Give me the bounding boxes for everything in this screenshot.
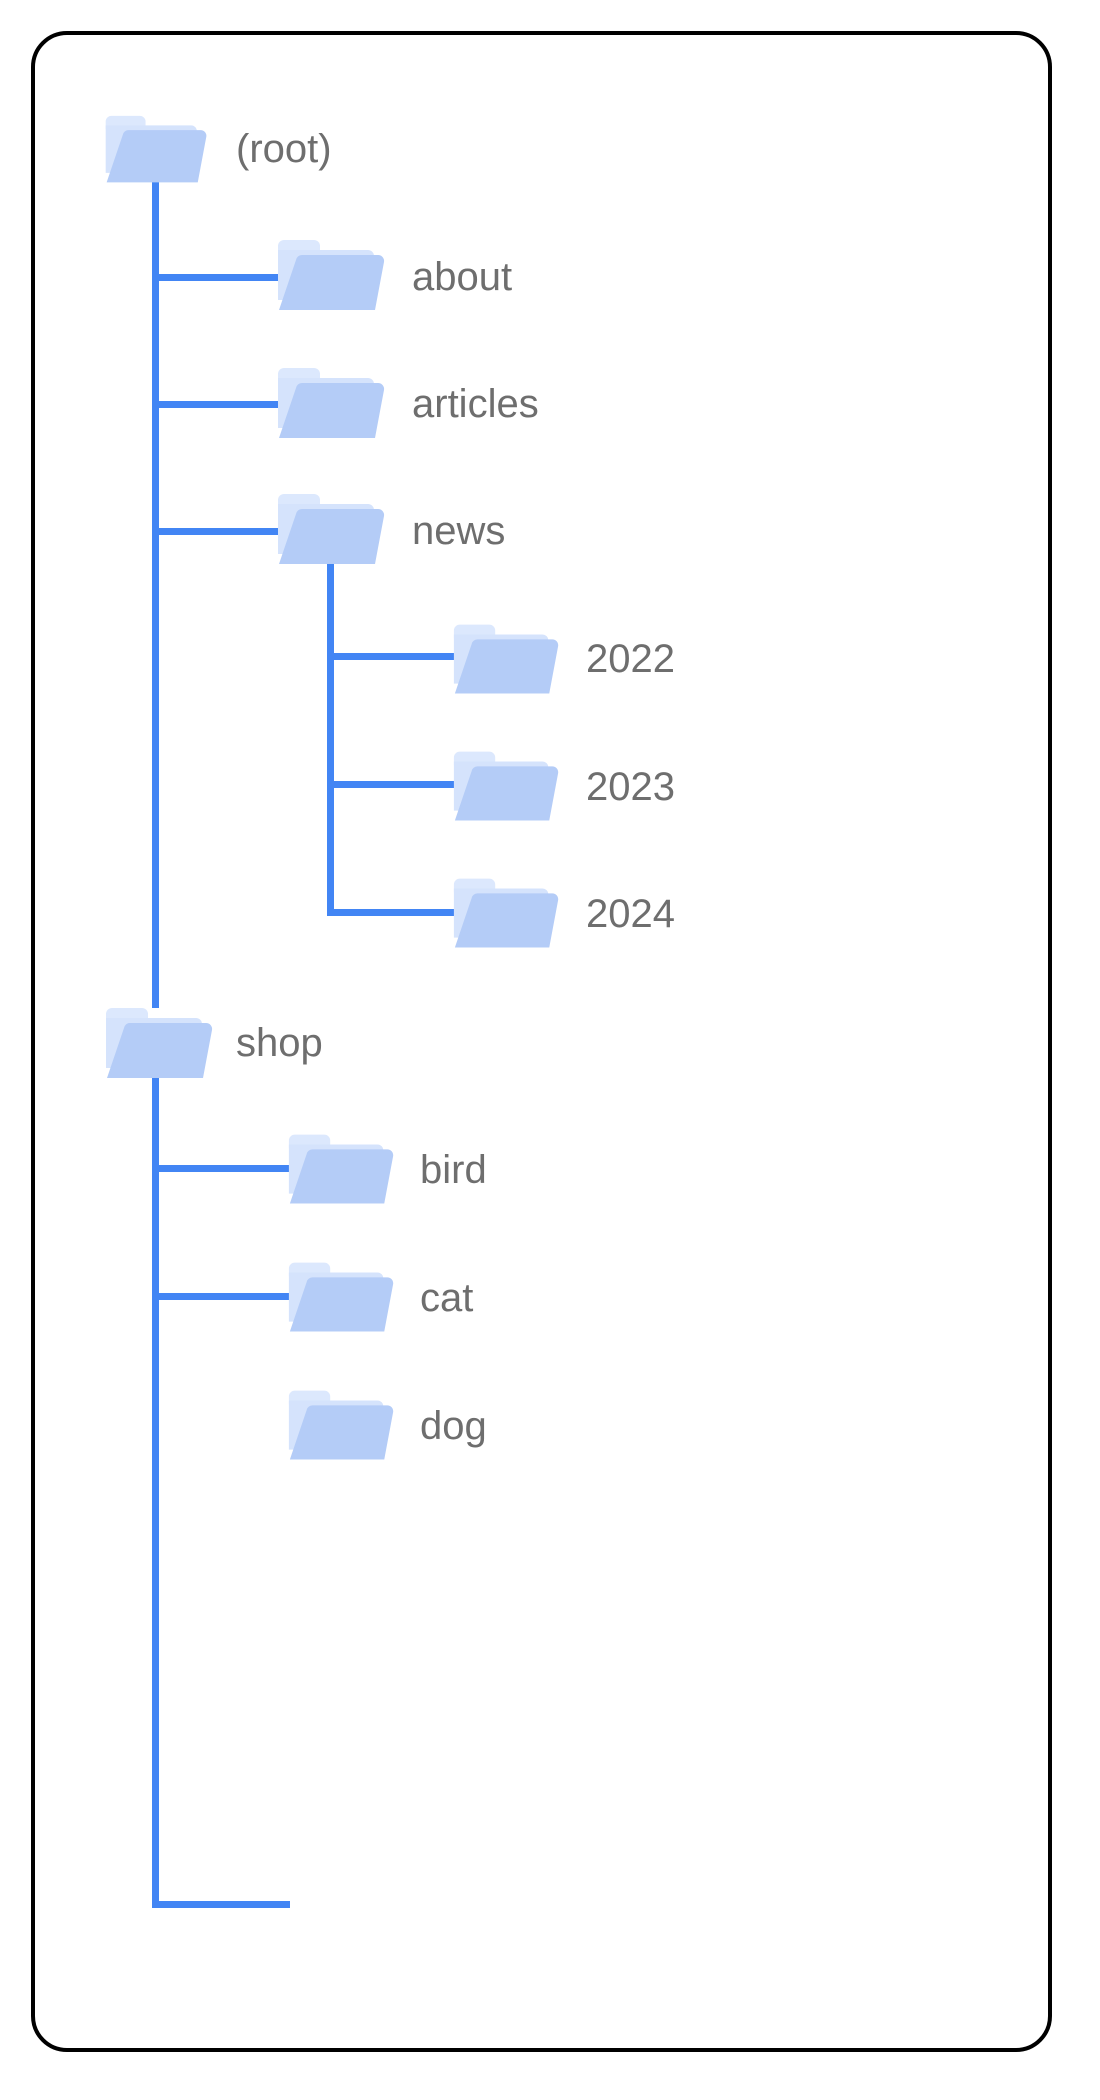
tree-node-root[interactable] bbox=[100, 112, 212, 190]
tree-connector-trunk-root bbox=[152, 172, 159, 1008]
tree-node-news-2023[interactable] bbox=[448, 749, 564, 827]
folder-icon-glyph bbox=[278, 240, 385, 310]
folder-icon-glyph bbox=[453, 878, 559, 948]
tree-node-shop-dog[interactable] bbox=[283, 1388, 399, 1466]
tree-connector-branch-articles bbox=[152, 401, 280, 408]
tree-connector-branch-cat bbox=[152, 1293, 290, 1300]
tree-connector-branch-2022 bbox=[327, 653, 455, 660]
folder-icon-glyph bbox=[288, 1134, 394, 1204]
tree-connector-branch-2024 bbox=[327, 909, 455, 916]
tree-connector-branch-2023 bbox=[327, 781, 455, 788]
folder-icon bbox=[283, 1388, 399, 1466]
tree-connector-trunk-shop bbox=[152, 1062, 159, 1908]
tree-node-news-2022[interactable] bbox=[448, 622, 564, 700]
folder-icon bbox=[272, 238, 390, 316]
folder-icon bbox=[448, 876, 564, 954]
folder-icon-glyph bbox=[453, 751, 559, 821]
tree-node-label-root: (root) bbox=[236, 127, 332, 171]
tree-node-label-shop: shop bbox=[236, 1021, 323, 1065]
tree-node-shop-cat[interactable] bbox=[283, 1260, 399, 1338]
tree-node-news[interactable] bbox=[272, 492, 390, 570]
tree-node-about[interactable] bbox=[272, 238, 390, 316]
folder-icon bbox=[448, 749, 564, 827]
tree-node-shop[interactable] bbox=[100, 1006, 218, 1084]
tree-connector-branch-bird bbox=[152, 1165, 290, 1172]
tree-connector-branch-about bbox=[152, 274, 280, 281]
tree-node-news-2024[interactable] bbox=[448, 876, 564, 954]
tree-connector-branch-dog bbox=[152, 1901, 290, 1908]
folder-icon bbox=[448, 622, 564, 700]
folder-icon bbox=[100, 1006, 218, 1084]
tree-node-label-about: about bbox=[412, 255, 513, 299]
tree-node-label-shop-dog: dog bbox=[420, 1404, 487, 1448]
tree-node-shop-bird[interactable] bbox=[283, 1132, 399, 1210]
tree-node-label-news-2023: 2023 bbox=[586, 765, 675, 809]
tree-node-label-shop-cat: cat bbox=[420, 1276, 474, 1320]
folder-icon-glyph bbox=[105, 115, 207, 183]
folder-icon bbox=[283, 1132, 399, 1210]
tree-node-articles[interactable] bbox=[272, 366, 390, 444]
folder-icon-glyph bbox=[453, 624, 559, 694]
tree-node-label-news-2022: 2022 bbox=[586, 637, 675, 681]
folder-icon-glyph bbox=[106, 1008, 213, 1078]
folder-icon bbox=[100, 112, 212, 190]
folder-icon bbox=[283, 1260, 399, 1338]
tree-connector-branch-news bbox=[152, 528, 280, 535]
folder-icon bbox=[272, 366, 390, 444]
tree-node-label-news: news bbox=[412, 509, 506, 553]
folder-icon-glyph bbox=[278, 368, 385, 438]
tree-connector-trunk-news bbox=[327, 560, 334, 916]
tree-node-label-news-2024: 2024 bbox=[586, 892, 675, 936]
folder-icon-glyph bbox=[288, 1262, 394, 1332]
folder-icon-glyph bbox=[278, 494, 385, 564]
folder-icon-glyph bbox=[288, 1390, 394, 1460]
tree-node-label-shop-bird: bird bbox=[420, 1148, 487, 1192]
folder-icon bbox=[272, 492, 390, 570]
tree-node-label-articles: articles bbox=[412, 382, 539, 426]
